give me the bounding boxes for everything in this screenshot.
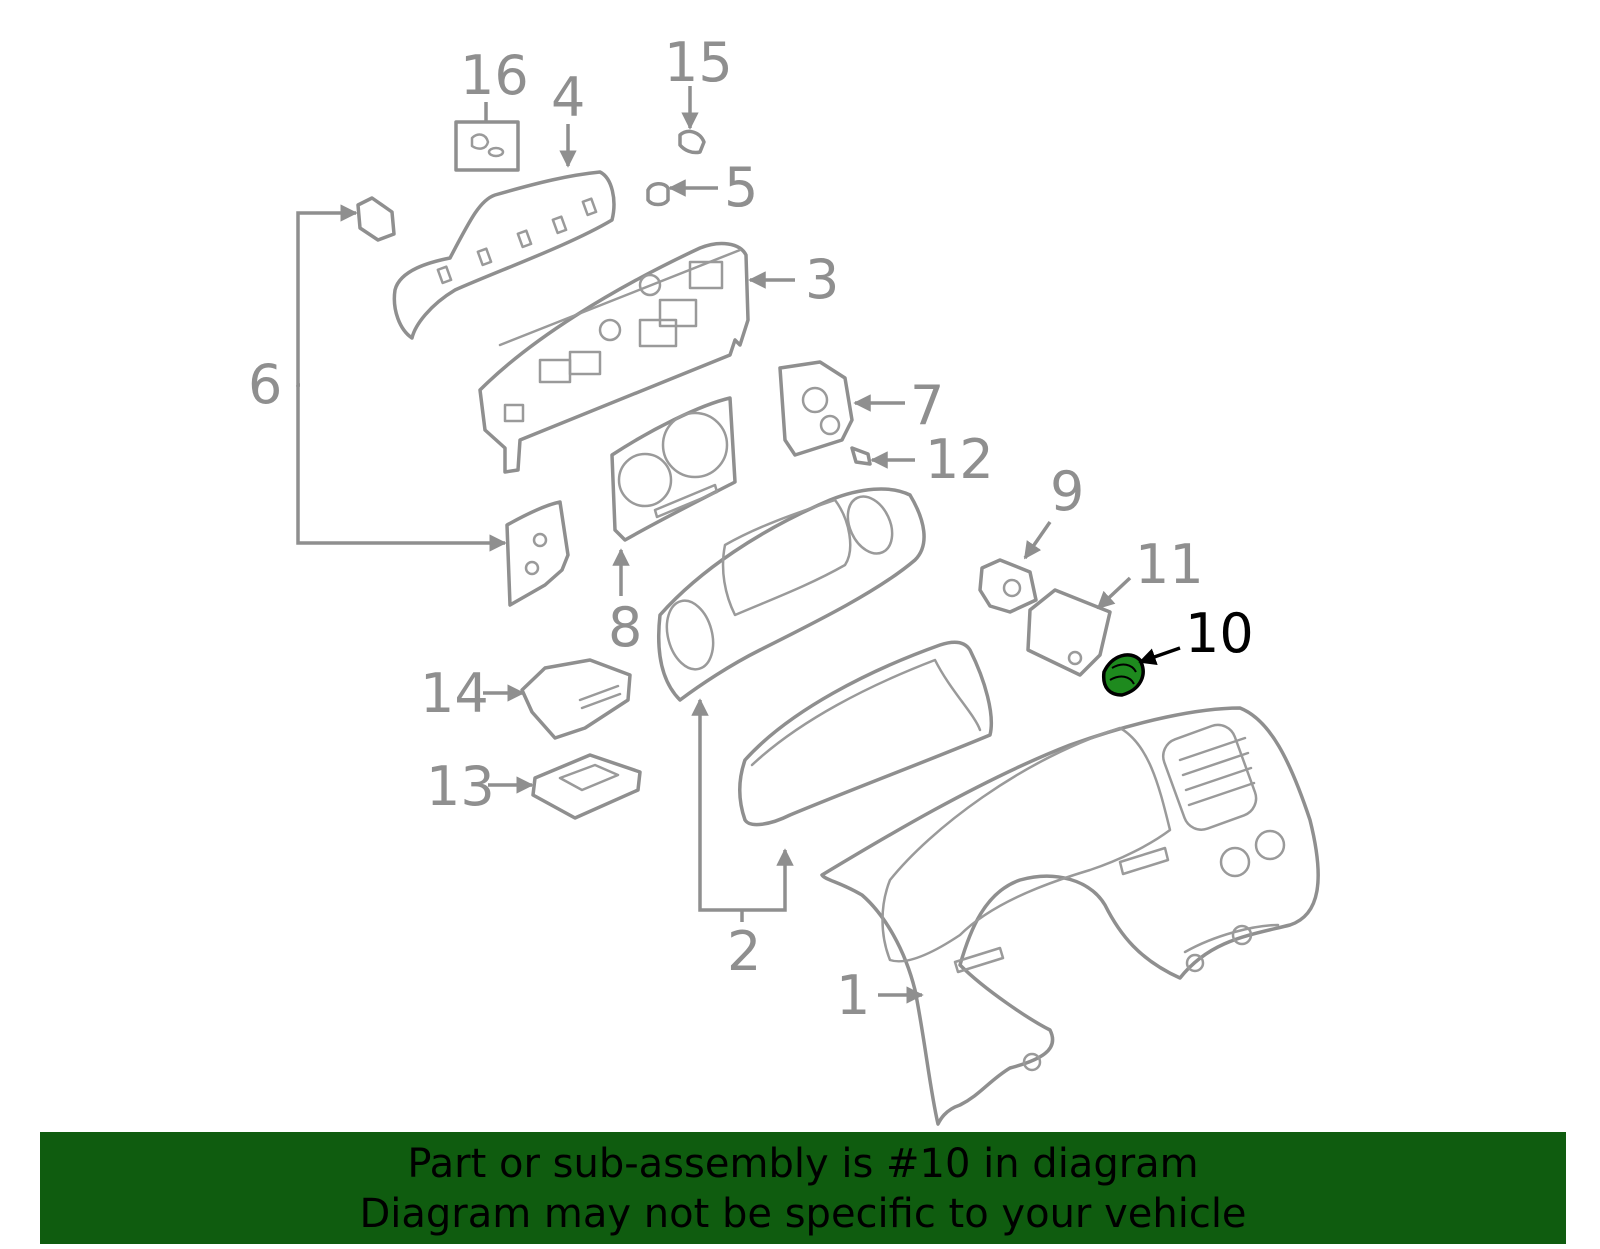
- callout-16: 16: [460, 44, 529, 107]
- callout-8: 8: [608, 596, 642, 659]
- banner-line-2: Diagram may not be specific to your vehi…: [359, 1191, 1247, 1237]
- callout-14: 14: [420, 662, 489, 725]
- callout-13: 13: [426, 755, 495, 818]
- part-7-tachometer: [778, 360, 854, 457]
- callout-3: 3: [805, 248, 839, 311]
- callout-5: 5: [724, 156, 758, 219]
- callout-10: 10: [1185, 602, 1254, 665]
- part-2-cluster-bezel: [656, 487, 994, 827]
- leader-6-top: [296, 204, 358, 387]
- part-16-bulb-kit: [454, 120, 520, 172]
- part-4-printed-circuit: [392, 170, 616, 340]
- callout-9: 9: [1050, 460, 1084, 523]
- part-14-switch-module: [520, 658, 632, 740]
- info-banner: Part or sub-assembly is #10 in diagram D…: [40, 1132, 1566, 1244]
- part-11-module: [1026, 588, 1112, 677]
- part-15-bulb: [678, 129, 706, 155]
- leader-6-bottom: [296, 385, 507, 552]
- callout-12: 12: [925, 428, 994, 491]
- callout-7: 7: [910, 374, 944, 437]
- callout-2: 2: [727, 920, 761, 983]
- leader-10: [1138, 646, 1181, 666]
- callout-15: 15: [664, 31, 733, 94]
- part-6-bracket: [356, 196, 570, 607]
- leader-9: [1023, 521, 1052, 560]
- leader-2-left: [691, 698, 742, 912]
- part-1-instrument-panel: [820, 706, 1320, 1126]
- part-3-cluster-housing: [478, 241, 750, 474]
- callout-1: 1: [836, 964, 870, 1027]
- part-5-bulb: [646, 182, 670, 207]
- banner-line-1: Part or sub-assembly is #10 in diagram: [407, 1141, 1199, 1187]
- part-10-knob-highlighted: [1101, 653, 1145, 697]
- leader-2-right: [742, 848, 794, 912]
- part-8-gauge-face: [610, 396, 737, 542]
- callout-11: 11: [1135, 533, 1204, 596]
- leader-11: [1096, 576, 1132, 610]
- callout-4: 4: [551, 66, 585, 129]
- part-13-tray: [531, 753, 642, 820]
- callout-labels: 16 4 15 5 3 6 7 12 9 11 10 8 14 13 2 1: [248, 31, 1254, 1027]
- leader-lines: [296, 86, 1181, 1004]
- callout-6: 6: [248, 353, 282, 416]
- part-9-switch: [978, 558, 1038, 614]
- part-12-bulb: [850, 446, 872, 466]
